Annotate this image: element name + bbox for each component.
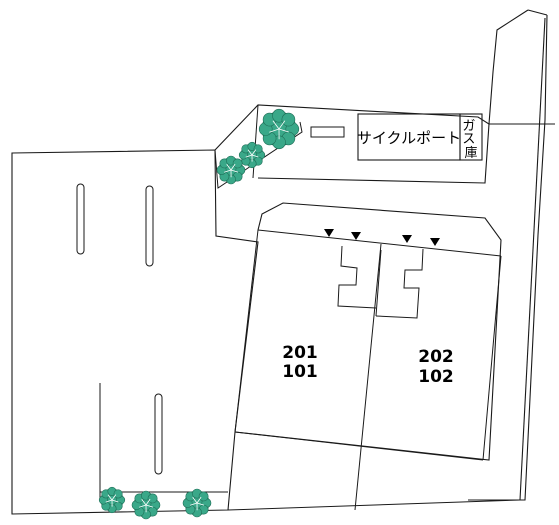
entrance-notch-right [375, 248, 424, 319]
site-boundary [11, 149, 259, 515]
gas-storage-box [459, 113, 483, 161]
tree-icon [131, 490, 161, 520]
unit-label-202: 202 [418, 347, 454, 367]
east-boundary [488, 9, 555, 125]
tree-icon [238, 141, 266, 169]
upper-strip [214, 104, 490, 184]
unit-label-201: 201 [282, 343, 318, 363]
unit-label-102: 102 [418, 367, 454, 387]
tree-icon [216, 155, 246, 185]
parking-marker-3 [154, 393, 163, 475]
parking-marker-1 [76, 183, 85, 255]
triangle-down-icon [324, 229, 334, 237]
gas-storage-label: ガ ス 庫 [462, 119, 479, 161]
unit-party-wall [354, 243, 382, 511]
east-boundary-edge [519, 17, 546, 501]
building-left-edge [234, 229, 259, 433]
triangle-down-icon [402, 235, 412, 243]
tree-icon [182, 488, 212, 518]
lower-section-line [234, 431, 484, 461]
parking-marker-2 [145, 185, 154, 267]
tree-icon [98, 486, 126, 514]
building-right-edge [482, 255, 502, 461]
tree-icon [258, 108, 300, 150]
cycle-port-label: サイクルポート [357, 129, 461, 147]
building-outline [234, 202, 502, 461]
building-top-edge [257, 229, 502, 257]
entrance-notch-left [337, 245, 377, 309]
east-boundary-line [468, 9, 548, 501]
triangle-down-icon [351, 232, 361, 240]
triangle-down-icon [430, 238, 440, 246]
south-edge-line [227, 499, 521, 511]
entrance-notch-divider [375, 249, 382, 317]
bicycle-rack [310, 126, 345, 138]
unit-label-101: 101 [282, 362, 318, 382]
